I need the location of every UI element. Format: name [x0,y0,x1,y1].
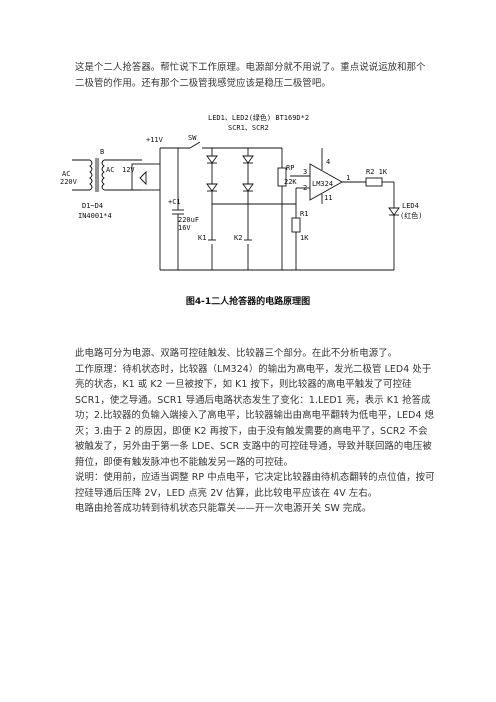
label-ac-in: AC [62,170,70,178]
label-r1-val: 1K [300,234,309,242]
intro-paragraph: 这是个二人抢答器。帮忙说下工作原理。电源部分就不用说了。重点说说运放和那个二极管… [75,62,426,89]
label-pin4: 4 [326,158,330,166]
body-paragraph: 电路由抢答成功转到待机状态只能靠关——开一次电源开关 SW 完成。 [75,503,372,514]
label-r2: R2 1K [366,168,388,176]
body-paragraph: 此电路可分为电源、双路可控硅触发、比较器三个部分。在此不分析电源了。 [75,348,398,359]
label-k2: K2 [234,234,242,242]
label-k1: K1 [198,234,206,242]
label-c1: +C1 [168,198,181,206]
label-220v: 220V [60,178,78,186]
label-diodes: D1~D4 [82,202,103,210]
label-12v: 12V [122,166,135,174]
label-led-scr: LED1、LED2(绿色) BT169D*2 [208,113,309,122]
circuit-diagram: LED1、LED2(绿色) BT169D*2 SCR1、SCR2 +11V SW… [60,113,422,271]
label-rp: RP [286,164,294,172]
label-r1: R1 [300,210,308,218]
label-pin2: 2 [303,184,307,192]
label-led4: LED4 [402,202,419,210]
body-paragraph: 工作原理：待机状态时，比较器（LM324）的输出为高电平，发光二极管 LED4 … [75,363,435,468]
label-c1-volt: 16V [178,224,191,232]
label-pin11: 11 [324,194,332,202]
body-paragraphs: 此电路可分为电源、双路可控硅触发、比较器三个部分。在此不分析电源了。 工作原理：… [75,346,435,517]
label-11v: +11V [146,136,164,144]
label-c1-cap: 220uF [178,216,199,224]
label-b: B [100,148,104,156]
label-rp-val: 22K [284,178,297,186]
label-led4-color: (红色) [400,211,422,220]
label-ac: AC [106,166,114,174]
label-pin1: 1 [346,174,350,182]
label-sw: SW [188,134,197,142]
label-diode-type: IN4001*4 [78,212,112,220]
label-pin3: 3 [303,168,307,176]
body-paragraph: 说明：使用前，应适当调整 RP 中点电平，它决定比较器由待机态翻转的点位值，按可… [75,472,435,499]
label-scr: SCR1、SCR2 [228,124,269,132]
label-opamp: LM324 [312,180,333,188]
figure-caption: 图4-1二人抢答器的电路原理图 [185,297,311,307]
